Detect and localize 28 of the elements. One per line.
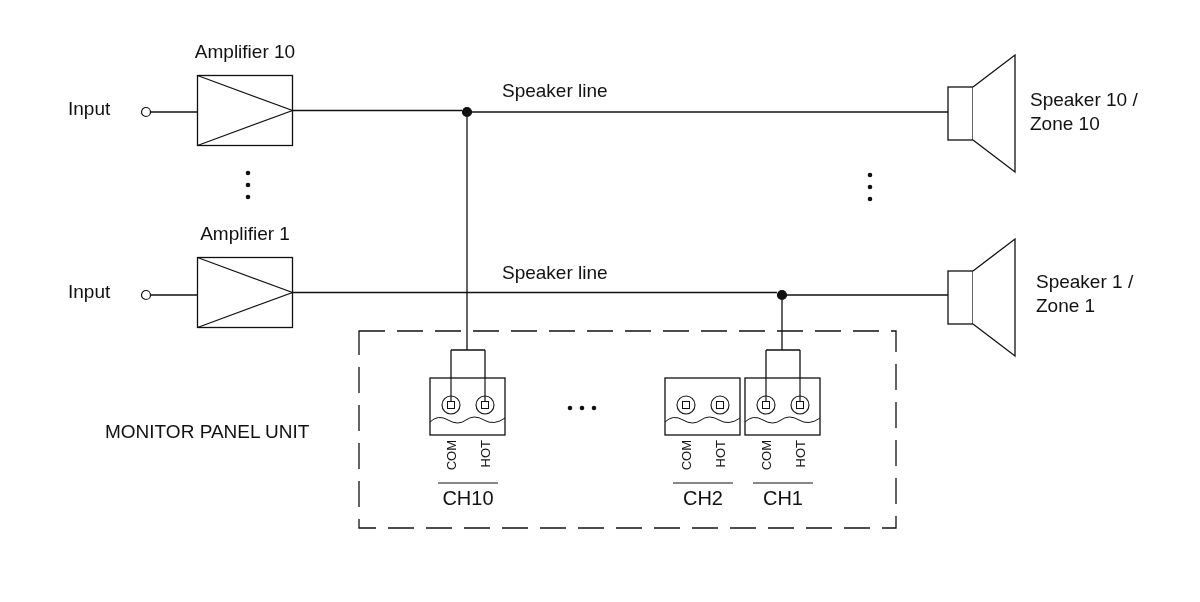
speaker-label: Speaker 1 / Zone 1 xyxy=(1036,270,1135,318)
pin-label: HOT xyxy=(713,440,729,468)
channel-label: CH10 xyxy=(441,486,495,510)
speaker-label: Speaker 10 / Zone 10 xyxy=(1030,88,1139,136)
pin-label: HOT xyxy=(793,440,809,468)
wire xyxy=(292,291,778,294)
wire xyxy=(292,109,463,112)
wire xyxy=(150,111,198,113)
amplifier-label: Amplifier 10 xyxy=(193,40,297,64)
wire xyxy=(150,294,198,296)
pin-label: COM xyxy=(679,440,695,471)
pin-label: COM xyxy=(759,440,775,471)
wire xyxy=(765,299,801,379)
junction-dot xyxy=(777,290,787,300)
channel-label: CH1 xyxy=(762,486,804,510)
panel-label: MONITOR PANEL UNIT xyxy=(105,420,310,444)
input-terminal xyxy=(141,290,151,300)
input-terminal xyxy=(141,107,151,117)
input-label: Input xyxy=(68,280,111,304)
channel-label: CH2 xyxy=(682,486,724,510)
pin-label: HOT xyxy=(478,440,494,468)
junction-dot xyxy=(462,107,472,117)
amplifier-label: Amplifier 1 xyxy=(199,222,291,246)
wire xyxy=(450,116,486,379)
pin-label: COM xyxy=(444,440,460,471)
wire xyxy=(786,294,949,296)
input-label: Input xyxy=(68,97,111,121)
wire xyxy=(471,111,949,113)
